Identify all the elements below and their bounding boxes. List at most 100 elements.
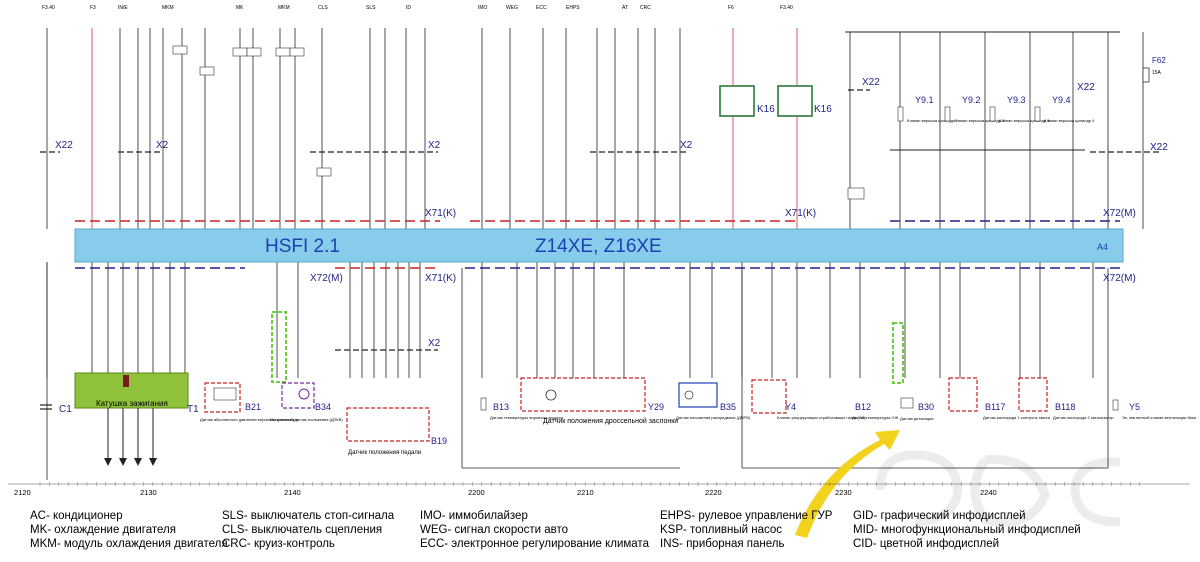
connector-x2-bot: X2 [428,338,441,349]
legend-item: AC- кондиционер [30,510,123,522]
injector-id: Y9.4 [1052,95,1071,105]
legend-item: CID- цветной инфодисплей [853,538,1000,550]
valve-y5-desc: Эл. магнитный клапан вентиляции бака [1122,415,1197,420]
ground-lines [461,268,1109,469]
grid-number: 2220 [705,488,722,497]
connector-x22-top: X22 [862,77,880,88]
connector-x22-left: X22 [55,140,73,151]
grid-number: 2210 [577,488,594,497]
sensor-b35-desc: Датчик положения распредвала (ДПРВ) [676,415,751,420]
legend-item: ECC- электронное регулирование климата [420,538,649,550]
injector-coil-icon [989,106,996,122]
sensor-b118-desc: Датчик кислорода 2 катализатор [1053,415,1114,420]
grid-number: 2120 [14,488,31,497]
injector-id: Y9.3 [1007,95,1026,105]
legend-item: MKM- модуль охлаждения двигателя [30,538,228,550]
legend-col-2: SLS- выключатель стоп-сигнала CLS- выклю… [222,509,394,551]
sensor-b19 [346,407,430,442]
sensor-b30-id: B30 [918,402,934,412]
legend-item: IMO- иммобилайзер [420,510,528,522]
top-label: ID [406,5,411,11]
fuse-f62 [1142,67,1150,83]
top-label: F3.40 [780,5,793,11]
grid-number: 2140 [284,488,301,497]
top-label: MKM [278,5,290,11]
ignition-coil-label: Катушка зажигания [96,399,168,408]
sensor-b35-id: B35 [720,402,736,412]
sensor-y29-desc: Датчик положения дроссельной заслонки [543,417,678,425]
sensor-b34-symbol [298,388,310,400]
c1-label: C1 [59,404,72,415]
top-label: F3 [90,5,96,11]
valve-y5-symbol [1112,399,1119,411]
top-label: CRC [640,5,651,11]
sensor-b34-desc: Импульсный датчик положения (ДПКВ) [270,417,343,422]
grid-ruler: 2120 2130 2140 2200 2210 2220 2230 2240 [8,482,1190,497]
injector-id: Y9.2 [962,95,981,105]
legend-item: CRC- круиз-контроль [222,538,335,550]
fuse-f62-id: F62 [1152,56,1166,65]
arrow-icon [149,458,157,466]
injector-id: Y9.1 [915,95,934,105]
connector-x22-right-b: X22 [1150,142,1168,153]
sensor-b21-desc: Датчик абсолютного давления впускного ко… [200,417,299,422]
legend-col-3: IMO- иммобилайзер WEG- сигнал скорости а… [420,509,649,551]
connector-x71k-top: X71(K) [425,208,456,219]
valve-y5-id: Y5 [1129,402,1140,412]
grid-number: 2230 [835,488,852,497]
injector-coil-icon [944,106,951,122]
legend-item: CLS- выключатель сцепления [222,524,383,536]
sensor-b13-symbol [480,397,487,411]
legend-item: WEG- сигнал скорости авто [420,524,569,536]
sensor-y29-motor [545,389,557,401]
legend-item: MID- многофункциональный инфодисплей [853,524,1081,536]
top-label: F6 [728,5,734,11]
top-label: F3.40 [42,5,55,11]
grid-number: 2130 [140,488,157,497]
coil-symbol [123,375,129,387]
sensor-y29-id: Y29 [648,402,664,412]
top-wires [46,28,1144,229]
legend-item: GID- графический инфодисплей [853,510,1026,522]
arrow-icon [119,458,127,466]
top-label: WEG [506,5,518,11]
top-label: IMO [478,5,488,11]
connector-x71k-bot: X71(K) [425,273,456,284]
fuse-f62-rating: 15A [1152,70,1162,76]
legend-item: MK- охлаждение двигателя [30,524,176,536]
grid-number: 2200 [468,488,485,497]
relay-k16-b-label: K16 [814,104,832,115]
injector-coil-icon [897,106,904,122]
relay-k16-a [719,85,755,117]
grid-number: 2240 [980,488,997,497]
connector-x2-b: X2 [428,140,441,151]
sensor-b19-id: B19 [431,436,447,446]
injector-coil-icon [1034,106,1041,122]
sensor-b117 [948,377,978,412]
valve-y4-id: Y4 [785,402,796,412]
ksp-box [847,187,865,200]
top-label: ECC [536,5,547,11]
connector-x72m-bot-right: X72(M) [1103,273,1136,284]
injector-desc: Клапан впрыска цилиндр 1 [907,118,958,123]
valve-y4 [751,379,787,414]
legend-col-4: EHPS- рулевое управление ГУР KSP- топлив… [660,509,832,551]
sensor-b30 [900,397,914,409]
ecu-name: HSFI 2.1 [265,236,340,257]
arrow-icon [134,458,142,466]
ac-boxes [172,45,332,177]
sensor-b13-id: B13 [493,402,509,412]
t1-label: T1 [187,404,199,415]
legend-col-5: GID- графический инфодисплей MID- многоф… [853,509,1081,551]
top-label: CLS [318,5,328,11]
top-label: AT [622,5,628,11]
legend-item: SLS- выключатель стоп-сигнала [222,510,395,522]
sensor-y29 [520,377,646,412]
injector-desc: Клапан впрыска цилиндр 4 [1044,118,1095,123]
injector-desc: Клапан впрыска цилиндр 3 [999,118,1050,123]
sensor-b34-id: B34 [315,402,331,412]
sensor-b117-desc: Датчик кислорода 1 контроль смеси [983,415,1050,420]
relay-k16-a-label: K16 [757,104,775,115]
